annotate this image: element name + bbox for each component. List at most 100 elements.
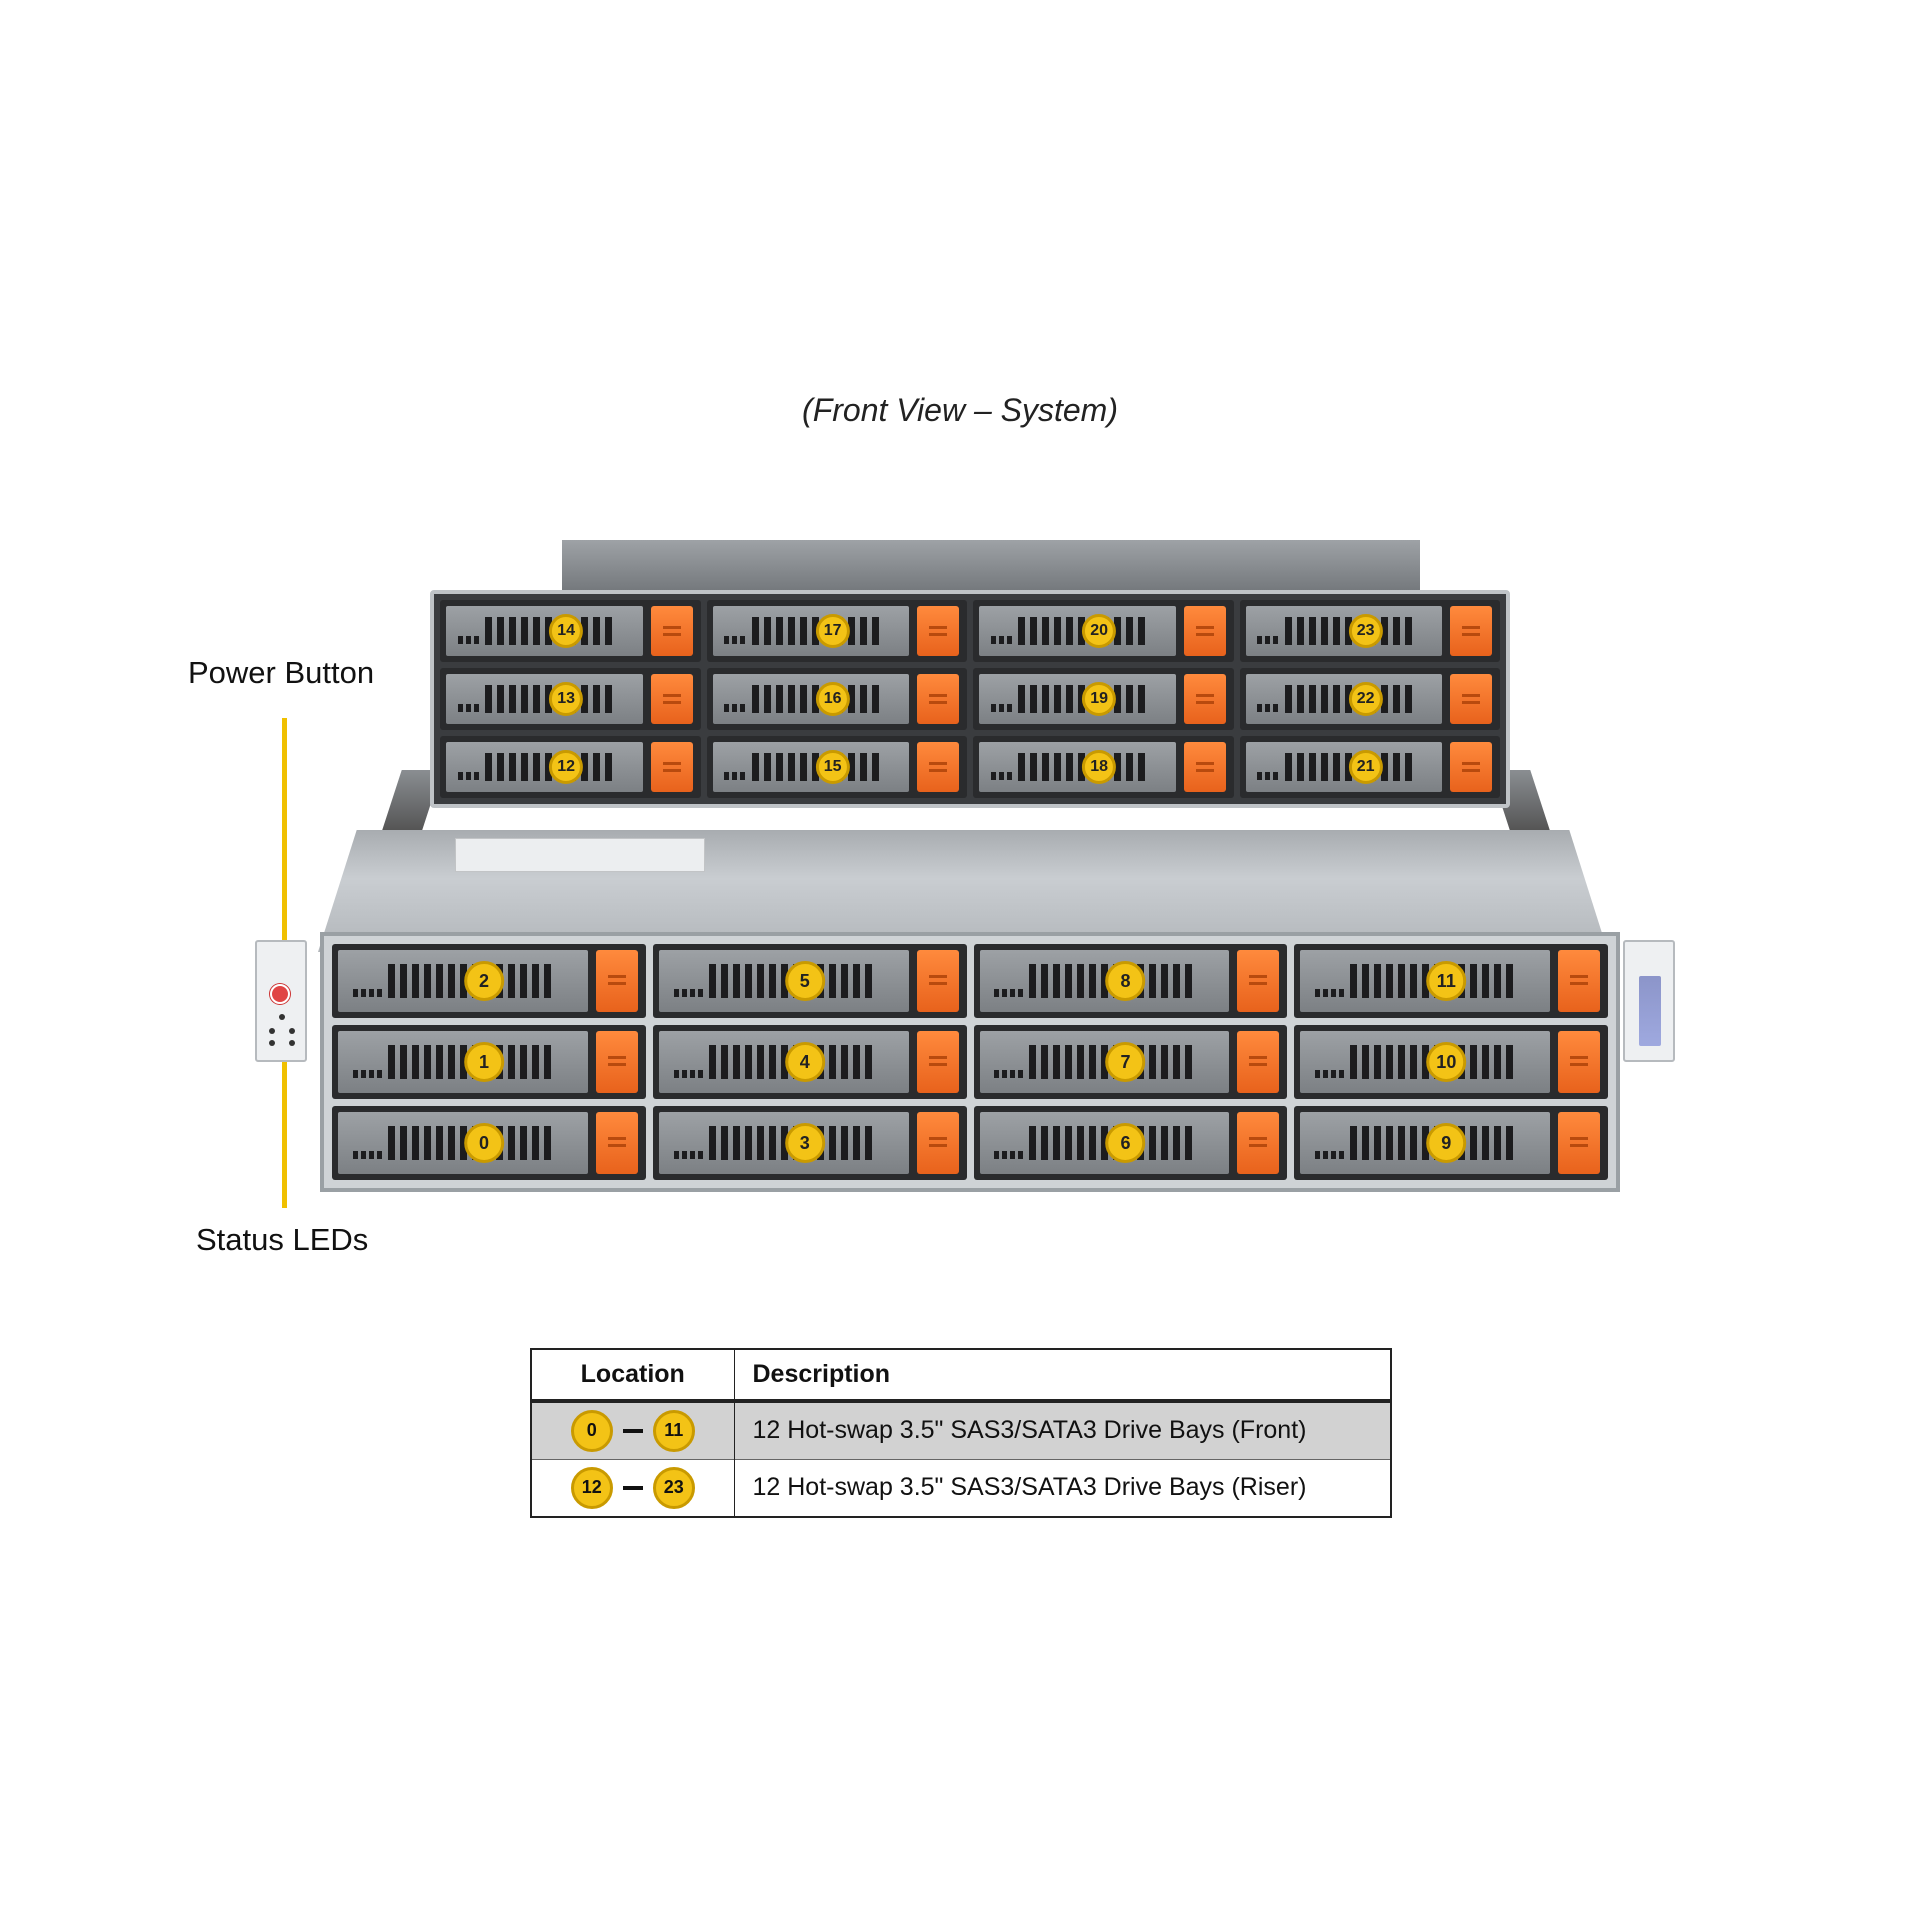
carrier-led-dots [352, 989, 383, 998]
drive-bay[interactable]: 1 [332, 1025, 646, 1099]
bay-number-badge: 13 [549, 682, 584, 716]
drive-latch[interactable] [916, 1031, 959, 1093]
drive-bay[interactable]: 2 [332, 944, 646, 1018]
bay-number-badge: 12 [570, 1466, 613, 1509]
drive-carrier-face [1300, 1031, 1550, 1093]
status-leds-callout-line [282, 1030, 287, 1208]
drive-latch[interactable] [1558, 1112, 1600, 1174]
drive-latch[interactable] [650, 742, 693, 792]
status-leds-callout-label: Status LEDs [196, 1222, 369, 1257]
drive-bay[interactable]: 23 [1239, 600, 1500, 662]
carrier-led-dots [457, 772, 482, 780]
drive-bay[interactable]: 19 [973, 668, 1234, 730]
drive-latch[interactable] [1237, 1112, 1280, 1174]
carrier-led-dots [1315, 989, 1346, 998]
drive-bay[interactable]: 12 [440, 736, 701, 798]
drive-carrier-face [979, 674, 1176, 724]
drive-latch[interactable] [1183, 674, 1226, 724]
bay-number-badge: 8 [1105, 961, 1146, 1001]
drive-bay[interactable]: 8 [973, 944, 1288, 1018]
drive-bay[interactable]: 13 [440, 668, 701, 730]
bay-number-badge: 0 [464, 1123, 505, 1163]
bay-number-badge: 16 [815, 682, 850, 716]
drive-latch[interactable] [916, 950, 959, 1012]
drive-bay[interactable]: 3 [652, 1106, 967, 1180]
drive-latch[interactable] [1558, 950, 1600, 1012]
drive-latch[interactable] [1450, 674, 1492, 724]
drive-bay[interactable]: 6 [973, 1106, 1288, 1180]
control-panel-ear [255, 940, 307, 1062]
drive-latch[interactable] [1450, 742, 1492, 792]
carrier-led-dots [994, 1151, 1025, 1160]
drive-latch[interactable] [917, 742, 959, 792]
drive-carrier-face [1245, 606, 1442, 656]
drive-carrier-face [979, 950, 1230, 1012]
drive-bay[interactable]: 0 [332, 1106, 646, 1180]
drive-carrier-face [658, 1031, 909, 1093]
drive-latch[interactable] [595, 950, 638, 1012]
drive-bay[interactable]: 22 [1239, 668, 1500, 730]
bay-number-badge: 9 [1426, 1123, 1467, 1163]
drive-latch[interactable] [1450, 606, 1492, 656]
drive-bay[interactable]: 16 [706, 668, 967, 730]
carrier-led-dots [994, 989, 1025, 998]
drive-latch[interactable] [650, 606, 693, 656]
drive-carrier-face [338, 1031, 588, 1093]
drive-bay[interactable]: 18 [973, 736, 1234, 798]
chassis-label-plate [455, 838, 705, 872]
drive-latch[interactable] [595, 1112, 638, 1174]
drive-carrier-face [979, 1031, 1230, 1093]
drive-bay[interactable]: 5 [652, 944, 967, 1018]
drive-latch[interactable] [1183, 742, 1226, 792]
drive-carrier-face [338, 1112, 588, 1174]
drive-latch[interactable] [1183, 606, 1226, 656]
power-button-icon[interactable] [270, 984, 290, 1004]
status-led-icon [269, 1040, 275, 1046]
bay-number-badge: 7 [1105, 1042, 1146, 1082]
bay-number-badge: 23 [1348, 614, 1383, 648]
drive-bay[interactable]: 9 [1294, 1106, 1608, 1180]
power-button-callout-label: Power Button [188, 655, 375, 690]
figure-caption: (Front View – System) [802, 392, 1118, 428]
drive-bay[interactable]: 7 [973, 1025, 1288, 1099]
bay-number-badge: 23 [652, 1466, 695, 1509]
carrier-led-dots [457, 636, 482, 644]
drive-latch[interactable] [595, 1031, 638, 1093]
drive-bay[interactable]: 14 [440, 600, 701, 662]
drive-bay[interactable]: 17 [706, 600, 967, 662]
drive-carrier-face [1245, 674, 1442, 724]
carrier-led-dots [352, 1151, 383, 1160]
bay-number-badge: 19 [1082, 682, 1117, 716]
drive-bay[interactable]: 21 [1239, 736, 1500, 798]
drive-bay[interactable]: 15 [706, 736, 967, 798]
bay-number-badge: 3 [784, 1123, 825, 1163]
drive-bay[interactable]: 11 [1294, 944, 1608, 1018]
drive-latch[interactable] [650, 674, 693, 724]
drive-carrier-face [446, 674, 643, 724]
drive-bay[interactable]: 10 [1294, 1025, 1608, 1099]
bay-number-badge: 0 [570, 1409, 613, 1452]
drive-latch[interactable] [916, 1112, 959, 1174]
carrier-led-dots [724, 704, 748, 712]
drive-latch[interactable] [917, 606, 959, 656]
drive-bay[interactable]: 4 [652, 1025, 967, 1099]
drive-carrier-face [1245, 742, 1442, 792]
carrier-led-dots [1257, 704, 1281, 712]
drive-latch[interactable] [917, 674, 959, 724]
drive-carrier-face [1300, 950, 1550, 1012]
carrier-led-dots [1257, 636, 1281, 644]
drive-latch[interactable] [1558, 1031, 1600, 1093]
drive-carrier-face [979, 606, 1176, 656]
status-led-icon [289, 1028, 295, 1034]
bay-number-badge: 15 [815, 750, 850, 784]
drive-bay[interactable]: 20 [973, 600, 1234, 662]
drive-latch[interactable] [1237, 950, 1280, 1012]
drive-latch[interactable] [1237, 1031, 1280, 1093]
drive-carrier-face [446, 742, 643, 792]
description-header: Description [734, 1349, 1392, 1403]
